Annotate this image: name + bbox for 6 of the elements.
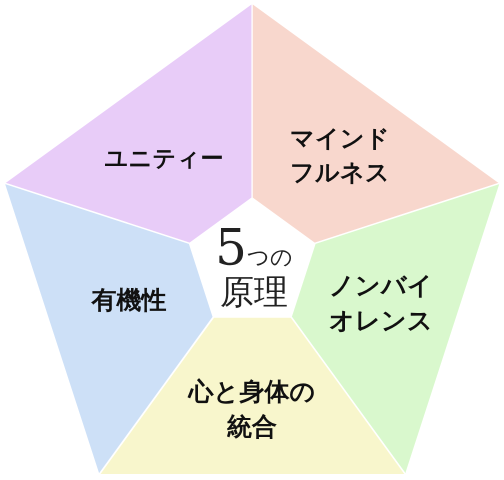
- segment-label: ユニティー: [103, 144, 224, 174]
- segment-label: 有機性: [90, 284, 168, 316]
- segment-label: 心と身体の統合: [186, 376, 316, 443]
- segment-label: ノンバイオレンス: [328, 270, 434, 337]
- segment-label: マインドフルネス: [289, 123, 391, 188]
- center-title: 5つの原理: [213, 220, 295, 312]
